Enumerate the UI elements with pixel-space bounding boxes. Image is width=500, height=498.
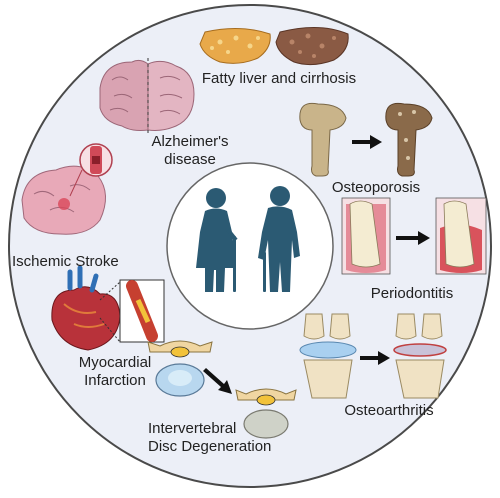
- healthy-bone-icon: [299, 102, 347, 177]
- periodontitis-arrow: [396, 231, 430, 245]
- osteoporotic-bone-icon: [385, 102, 433, 177]
- elderly-couple-icon: [196, 186, 300, 292]
- ivd-label-line1: Intervertebral: [148, 420, 237, 437]
- alzheimers-brain-icon: [99, 58, 195, 136]
- ischemic-stroke-label: Ischemic Stroke: [12, 253, 119, 270]
- periodontitis-label: Periodontitis: [370, 285, 454, 302]
- healthy-tooth-icon: [341, 197, 391, 275]
- occluded-artery-icon: [99, 279, 165, 343]
- inner-circle: [166, 162, 334, 330]
- osteoarthritis-arrow: [360, 351, 390, 365]
- healthy-knee-icon: [299, 313, 357, 399]
- periodontitis-tooth-icon: [435, 197, 487, 275]
- fatty-liver-icon: [199, 27, 271, 64]
- ivd-label-line2: Disc Degeneration: [148, 438, 272, 455]
- cirrhosis-liver-icon: [275, 26, 349, 66]
- degenerated-disc-icon: [235, 388, 297, 439]
- osteoporosis-label: Osteoporosis: [331, 179, 421, 196]
- myocardial-label-line1: Myocardial: [78, 354, 152, 371]
- fatty-liver-label: Fatty liver and cirrhosis: [201, 70, 357, 87]
- osteoporosis-arrow: [352, 135, 382, 149]
- osteoarthritis-label: Osteoarthritis: [344, 402, 434, 419]
- alzheimers-label-line2: disease: [164, 151, 216, 168]
- alzheimers-label-line1: Alzheimer's: [151, 133, 229, 150]
- myocardial-label-line2: Infarction: [84, 372, 146, 389]
- ischemic-stroke-icon: [21, 143, 113, 235]
- arthritic-knee-icon: [393, 313, 447, 399]
- heart-icon: [51, 265, 121, 351]
- healthy-disc-icon: [147, 340, 213, 397]
- disc-arrow: [203, 368, 232, 394]
